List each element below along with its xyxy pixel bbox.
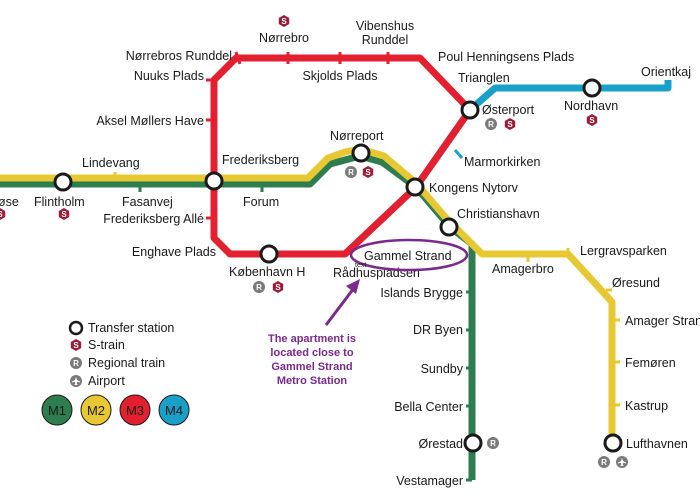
legend-s-train-icon xyxy=(70,339,82,351)
label-poul-henningsens-plads: Poul Henningsens Plads xyxy=(438,50,574,64)
station-dot-kongens-nytorv xyxy=(405,177,425,197)
regional-train-icon xyxy=(485,118,497,130)
label-orientkaj: Orientkaj xyxy=(641,65,691,79)
label-dr-byen: DR Byen xyxy=(413,323,463,337)
label-bella-center: Bella Center xyxy=(394,400,463,414)
label-sundby: Sundby xyxy=(421,362,464,376)
legend-regional-train-icon xyxy=(70,357,82,369)
legend-transfer-icon xyxy=(68,320,84,336)
station-dot-orestad xyxy=(463,433,483,453)
label-amager-strand: Amager Strand xyxy=(625,314,700,328)
label-fasanvej: Fasanvej xyxy=(122,195,173,209)
label-marmorkirken: Marmorkirken xyxy=(464,155,540,169)
legend-m2-badge xyxy=(80,394,112,426)
s-train-icon xyxy=(272,281,284,293)
s-train-icon xyxy=(0,208,6,220)
label-kastrup: Kastrup xyxy=(625,399,668,413)
station-dot-osterport xyxy=(460,100,480,120)
label-gammel-strand: Gammel Strand xyxy=(364,249,452,263)
transfer-stations xyxy=(53,78,623,453)
legend-m4-text: M4 xyxy=(165,403,183,418)
label-lergravsparken: Lergravsparken xyxy=(580,244,667,258)
legend-s-train-label: S-train xyxy=(88,338,125,352)
gammel-strand-highlight xyxy=(349,238,469,272)
regional-train-icon xyxy=(598,456,610,468)
s-train-icon xyxy=(586,114,598,126)
station-dot-lufthavnen xyxy=(603,433,623,453)
label-osterport: Østerport xyxy=(482,103,535,117)
annotation-line-3: Gammel Strand xyxy=(271,361,352,373)
annotation-line-2: located close to xyxy=(270,347,353,359)
annotation-arrow xyxy=(324,279,360,326)
station-dot-norreport xyxy=(351,143,371,163)
s-train-icon xyxy=(58,208,70,220)
label-runddel: Runddel xyxy=(362,33,409,47)
label-islands-brygge: Islands Brygge xyxy=(380,286,463,300)
regional-train-icon xyxy=(487,437,499,449)
station-dot-frederiksberg xyxy=(204,171,224,191)
label-orestad: Ørestad xyxy=(419,437,464,451)
s-train-icon xyxy=(362,166,374,178)
legend-m1-text: M1 xyxy=(48,403,66,418)
annotation-line-1: The apartment is xyxy=(268,333,356,345)
regional-train-icon xyxy=(345,166,357,178)
label-femoren: Femøren xyxy=(625,356,676,370)
label-oresund: Øresund xyxy=(612,276,660,290)
legend-m1-badge xyxy=(41,394,73,426)
label-forum: Forum xyxy=(243,195,279,209)
label-norreport: Nørreport xyxy=(330,129,384,143)
legend-m4-badge xyxy=(158,394,190,426)
airport-icon xyxy=(616,456,628,468)
label-nordhavn: Nordhavn xyxy=(564,99,618,113)
legend-regional-train-label: Regional train xyxy=(88,356,165,370)
label-flintholm: Flintholm xyxy=(34,195,85,209)
label-enghave-plads: Enghave Plads xyxy=(132,245,216,259)
label-skjolds-plads: Skjolds Plads xyxy=(302,69,377,83)
legend-transfer-label: Transfer station xyxy=(88,321,174,335)
label-left-edge: øse xyxy=(0,195,19,209)
label-kongens-nytorv: Kongens Nytorv xyxy=(429,181,519,195)
s-train-icon xyxy=(504,118,516,130)
label-lufthavnen: Lufthavnen xyxy=(626,437,688,451)
legend-m3-badge xyxy=(119,394,151,426)
label-christianshavn: Christianshavn xyxy=(457,207,540,221)
station-dot-nordhavn xyxy=(582,78,602,98)
label-amagerbro: Amagerbro xyxy=(492,262,554,276)
legend: Transfer station S-train Regional train … xyxy=(41,320,190,426)
label-trianglen: Trianglen xyxy=(458,71,510,85)
label-norrebro: Nørrebro xyxy=(259,31,309,45)
annotation-line-4: Metro Station xyxy=(277,375,348,387)
label-frederiksberg-alle: Frederiksberg Allé xyxy=(103,212,204,226)
legend-m2-text: M2 xyxy=(87,403,105,418)
annotation-tiny-label: text xyxy=(355,262,366,269)
label-frederiksberg: Frederiksberg xyxy=(222,153,299,167)
label-norrebros-runddel: Nørrebros Runddel xyxy=(126,49,232,63)
station-dot-kobenhavn-h xyxy=(259,244,279,264)
regional-train-icon xyxy=(253,281,265,293)
label-kobenhavn-h: København H xyxy=(229,265,305,279)
label-vibenshus: Vibenshus xyxy=(356,19,414,33)
label-lindevang: Lindevang xyxy=(82,156,140,170)
station-dot-flintholm xyxy=(53,172,73,192)
label-aksel-mollers-have: Aksel Møllers Have xyxy=(96,114,204,128)
station-dot-christianshavn xyxy=(439,217,459,237)
label-nuuks-plads: Nuuks Plads xyxy=(134,69,204,83)
label-vestamager: Vestamager xyxy=(396,474,463,488)
legend-m3-text: M3 xyxy=(126,403,144,418)
legend-airport-label: Airport xyxy=(88,374,125,388)
legend-airport-icon xyxy=(70,375,82,387)
s-train-icon xyxy=(278,15,290,27)
